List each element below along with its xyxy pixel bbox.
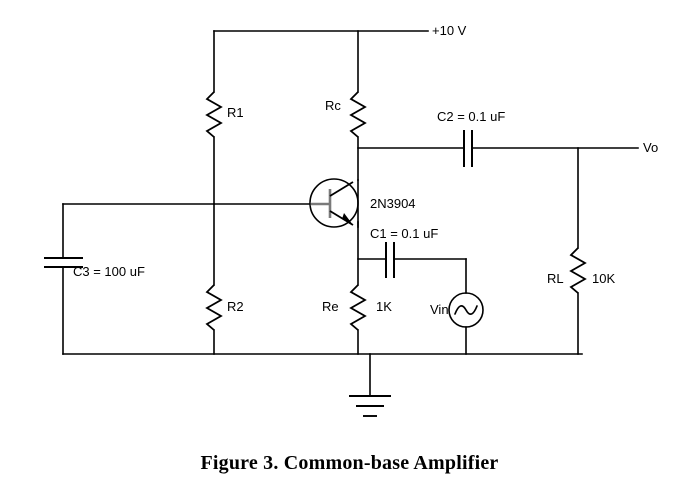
c1-label: C1 = 0.1 uF [370,226,439,241]
rc-zigzag [349,91,367,138]
resistor-r2 [205,203,223,355]
re-label: Re [322,299,339,314]
r1-zigzag [205,91,223,138]
re-value-label: 1K [376,299,392,314]
base-node-net [62,203,311,259]
resistor-re [349,284,367,355]
r2-zigzag [205,284,223,331]
vin-sine-glyph [454,305,478,315]
c3-label: C3 = 100 uF [73,264,145,279]
re-zigzag [349,284,367,331]
vin-label: Vin [430,302,449,317]
ground-rail-net [62,353,583,397]
ac-source-vin [448,292,484,355]
supply-rail-net [213,30,429,93]
r1-label: R1 [227,105,244,120]
input-coupling-net [357,258,467,294]
rl-zigzag [569,247,587,294]
supply-voltage-label: +10 V [432,23,467,38]
transistor-emitter-arrow [342,213,353,225]
rl-label: RL [547,271,564,286]
ground-symbol [349,395,391,417]
transistor-part-label: 2N3904 [370,196,416,211]
resistor-rl [569,247,587,355]
vo-label: Vo [643,140,659,155]
capacitor-c1 [385,242,395,278]
transistor-q1-2n3904 [309,178,359,286]
rl-value-label: 10K [592,271,616,286]
c2-label: C2 = 0.1 uF [437,109,506,124]
resistor-r1 [205,91,223,205]
capacitor-c3 [44,257,83,355]
resistor-rc [349,91,367,181]
capacitor-c2 [463,130,473,167]
transistor-collector-lead [329,181,354,197]
r2-label: R2 [227,299,244,314]
rc-label: Rc [325,98,341,113]
collector-output-net [357,147,639,249]
figure-caption: Figure 3. Common-base Amplifier [200,452,499,474]
